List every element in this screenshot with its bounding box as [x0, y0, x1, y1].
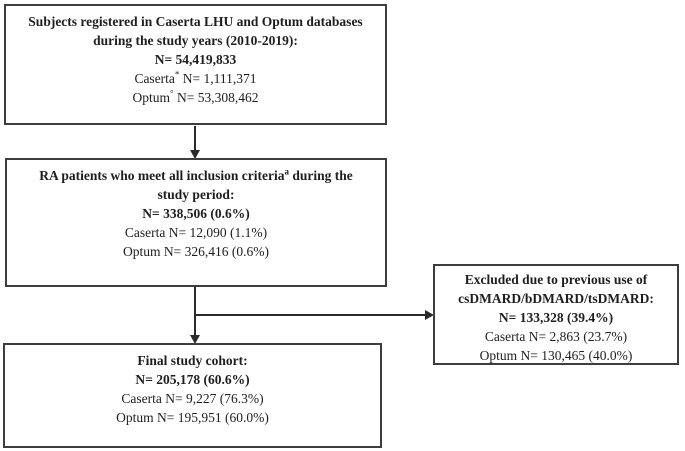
box-line: during the study years (2010-2019): [93, 33, 298, 48]
box-line: Subjects registered in Caserta LHU and O… [28, 14, 363, 29]
box-line: N= 338,506 (0.6%) [142, 206, 250, 221]
box-line: Caserta N= 12,090 (1.1%) [124, 225, 268, 240]
box-inclusion-criteria: RA patients who meet all inclusion crite… [5, 158, 387, 287]
box-line: N= 205,178 (60.6%) [135, 372, 250, 387]
box-line: csDMARD/bDMARD/tsDMARD: [458, 291, 654, 306]
arrowhead-right-icon [425, 310, 434, 320]
box-line: Optum N= 130,465 (40.0%) [479, 348, 633, 363]
box-line: Optum° N= 53,308,462 [132, 88, 259, 105]
box-line: Caserta N= 9,227 (76.3%) [121, 391, 264, 406]
footnote-marker: ° [170, 88, 174, 99]
box-registered-subjects: Subjects registered in Caserta LHU and O… [4, 4, 387, 125]
box-line: RA patients who meet all inclusion crite… [39, 166, 353, 183]
box-line: Optum N= 195,951 (60.0%) [116, 410, 269, 425]
box-line: N= 133,328 (39.4%) [498, 310, 614, 325]
box-line: study period: [157, 187, 235, 202]
arrowhead-down-icon [190, 150, 200, 159]
footnote-marker: * [174, 69, 180, 80]
box-final-cohort: Final study cohort: N= 205,178 (60.6%) C… [3, 343, 382, 448]
box-line: Optum N= 326,416 (0.6%) [123, 244, 269, 259]
box-excluded-previous-dmard: Excluded due to previous use of csDMARD/… [433, 264, 679, 365]
arrowhead-down-icon [190, 335, 200, 344]
arrow-branch-to-excluded [194, 314, 427, 316]
arrow-inclusion-to-final [194, 287, 196, 337]
arrow-registered-to-inclusion [194, 126, 196, 153]
box-line: Caserta N= 2,863 (23.7%) [484, 329, 628, 344]
box-line: Excluded due to previous use of [464, 272, 648, 287]
footnote-marker: a [284, 166, 289, 177]
box-line: Caserta* N= 1,111,371 [134, 69, 257, 86]
box-line: Final study cohort: [137, 353, 248, 368]
box-line: N= 54,419,833 [154, 52, 237, 67]
